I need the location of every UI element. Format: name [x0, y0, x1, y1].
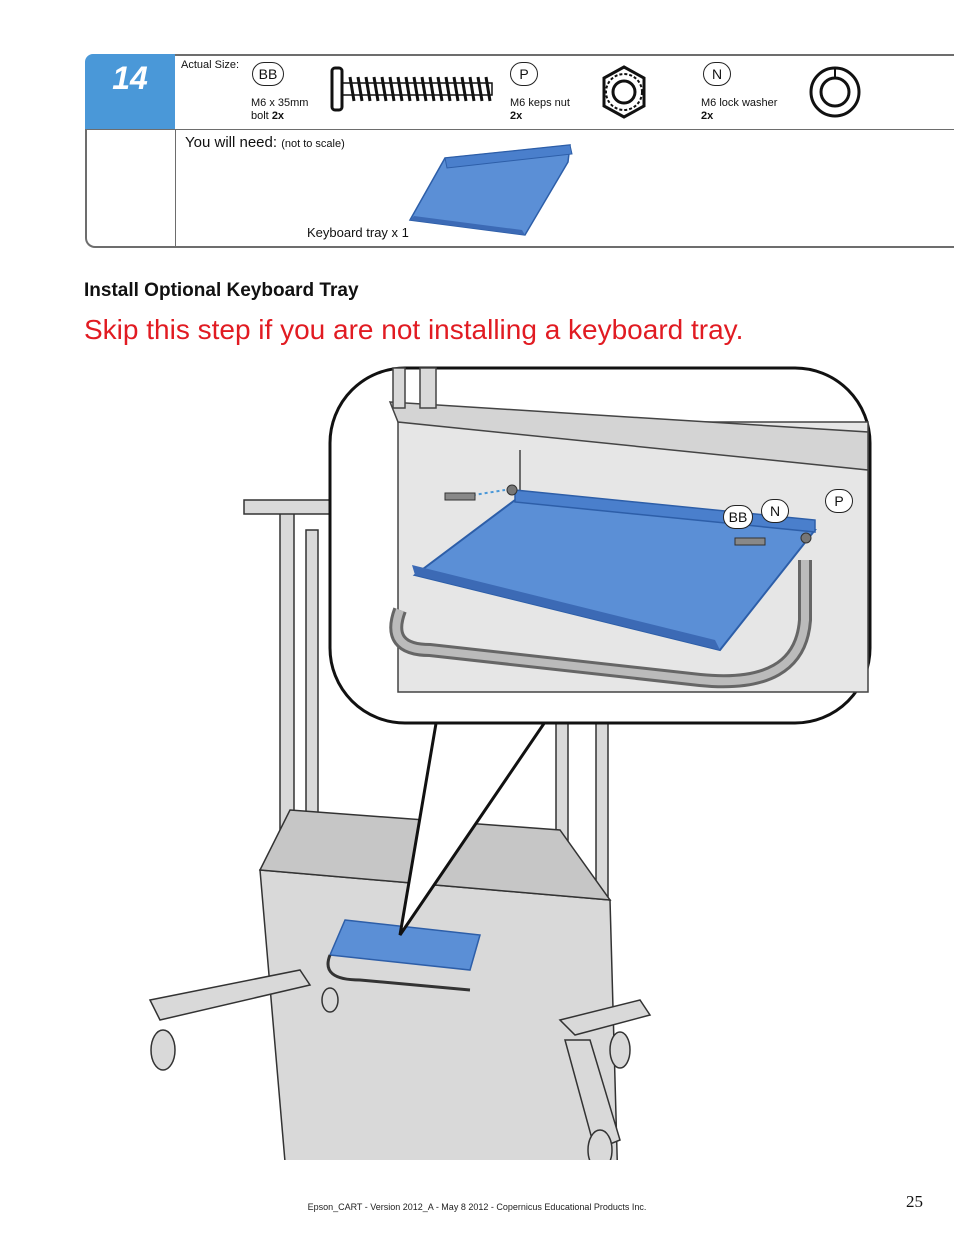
warning-text: Skip this step if you are not installing…: [84, 314, 744, 345]
parts-divider: [85, 129, 954, 130]
keps-nut-icon: [602, 65, 646, 119]
part-name-n: M6 lock washer 2x: [701, 97, 778, 122]
keyboard-tray-image: [408, 144, 573, 236]
keyboard-tray-caption: Keyboard tray x 1: [307, 225, 409, 240]
footer: Epson_CART - Version 2012_A - May 8 2012…: [307, 1202, 647, 1212]
parts-column-divider: [175, 130, 176, 247]
callout-p: P: [825, 489, 853, 513]
part-code-p: P: [510, 62, 538, 86]
part-name-p: M6 keps nut 2x: [510, 97, 570, 122]
step-badge: [85, 54, 175, 130]
part-code-n: N: [703, 62, 731, 86]
callout-bb: BB: [723, 505, 753, 529]
page-number: 25: [906, 1192, 923, 1211]
callout-n: N: [761, 499, 789, 523]
lock-washer-icon: [809, 66, 861, 118]
cart-illustration: [148, 366, 872, 1160]
part-name-bb: M6 x 35mm bolt 2x: [251, 97, 309, 122]
section-title: Install Optional Keyboard Tray: [84, 280, 359, 301]
you-will-need-label: You will need: (not to scale): [185, 134, 345, 151]
part-code-bb: BB: [252, 62, 284, 86]
bolt-icon: [330, 66, 493, 112]
step-number: 14: [112, 60, 148, 96]
actual-size-label: Actual Size:: [181, 59, 240, 71]
